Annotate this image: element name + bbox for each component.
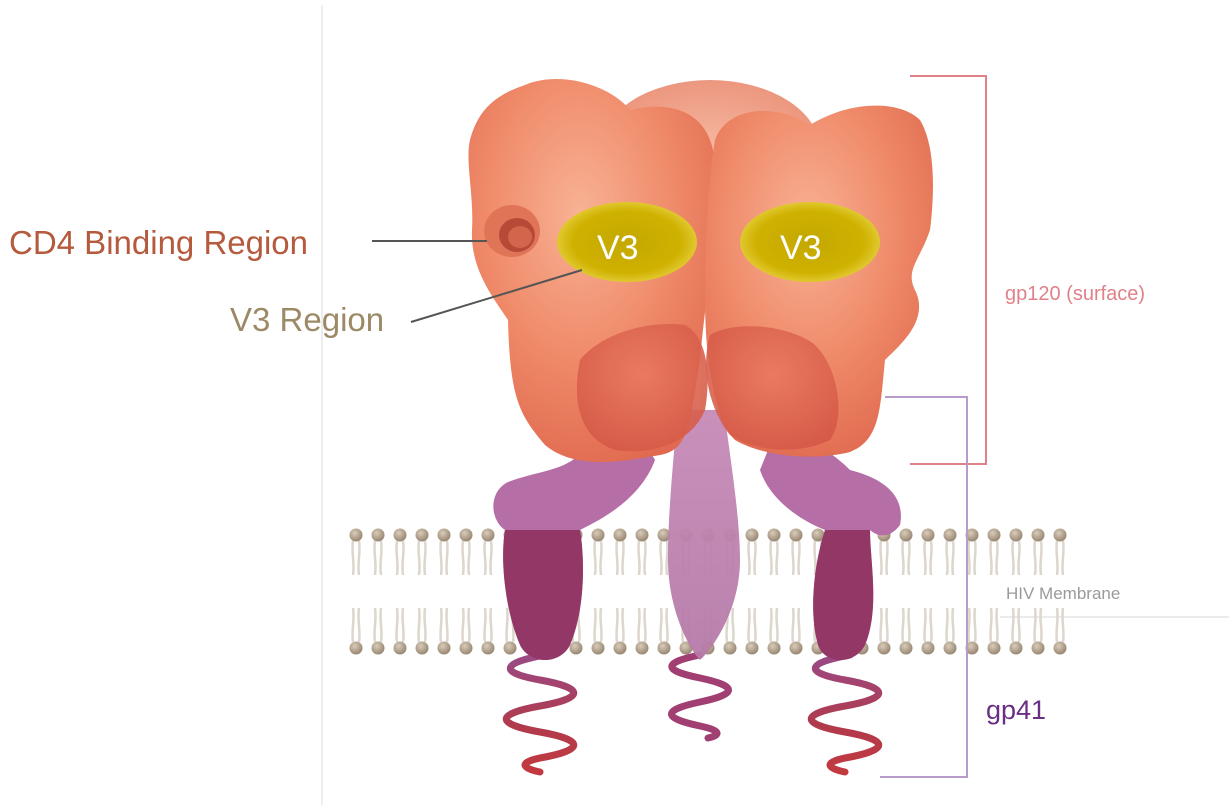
- gp41-center-stalk: [668, 410, 740, 660]
- tail-coil-center: [672, 655, 729, 738]
- lipid-top: [460, 529, 473, 576]
- gp120-trimer: [468, 79, 933, 462]
- lipid-bottom: [394, 608, 407, 655]
- lipid-top: [438, 529, 451, 576]
- lipid-bottom: [1054, 608, 1067, 655]
- lipid-bottom: [944, 608, 957, 655]
- lipid-top: [372, 529, 385, 576]
- lipid-bottom: [1010, 608, 1023, 655]
- lipid-top: [878, 529, 891, 576]
- lipid-bottom: [438, 608, 451, 655]
- lipid-bottom: [1032, 608, 1045, 655]
- cd4-binding-region-label: CD4 Binding Region: [9, 226, 308, 259]
- lipid-top: [746, 529, 759, 576]
- lipid-top: [350, 529, 363, 576]
- lipid-bottom: [900, 608, 913, 655]
- lipid-bottom: [482, 608, 495, 655]
- lipid-top: [636, 529, 649, 576]
- lipid-bottom: [746, 608, 759, 655]
- lipid-top: [922, 529, 935, 576]
- tail-coil-right: [811, 655, 879, 772]
- gp41-tail-coils: [506, 655, 879, 772]
- lipid-bottom: [372, 608, 385, 655]
- lipid-bottom: [988, 608, 1001, 655]
- gp41-label: gp41: [986, 697, 1046, 724]
- lipid-bottom: [416, 608, 429, 655]
- lipid-bottom: [922, 608, 935, 655]
- tail-coil-left: [506, 655, 574, 772]
- hiv-membrane-label: HIV Membrane: [1006, 585, 1120, 602]
- v3-region-label: V3 Region: [230, 303, 384, 336]
- lipid-top: [900, 529, 913, 576]
- lipid-bottom: [350, 608, 363, 655]
- lipid-bottom: [460, 608, 473, 655]
- lipid-top: [1032, 529, 1045, 576]
- lipid-bottom: [790, 608, 803, 655]
- lipid-top: [416, 529, 429, 576]
- gp41-right-tm: [813, 530, 873, 660]
- lipid-top: [944, 529, 957, 576]
- lipid-top: [1054, 529, 1067, 576]
- lipid-bottom: [878, 608, 891, 655]
- lipid-top: [790, 529, 803, 576]
- lipid-top: [768, 529, 781, 576]
- v3-left-label: V3: [597, 231, 639, 265]
- lipid-top: [614, 529, 627, 576]
- lipid-bottom: [636, 608, 649, 655]
- gp41-bracket: [880, 397, 967, 777]
- lipid-top: [592, 529, 605, 576]
- gp120-label: gp120 (surface): [1005, 284, 1145, 304]
- lipid-top: [482, 529, 495, 576]
- lipid-bottom: [592, 608, 605, 655]
- lipid-top: [988, 529, 1001, 576]
- lipid-top: [394, 529, 407, 576]
- lipid-bottom: [614, 608, 627, 655]
- gp41-left-tm: [503, 530, 583, 660]
- lipid-bottom: [768, 608, 781, 655]
- lipid-bottom: [658, 608, 671, 655]
- v3-right-label: V3: [780, 231, 822, 265]
- lipid-top: [1010, 529, 1023, 576]
